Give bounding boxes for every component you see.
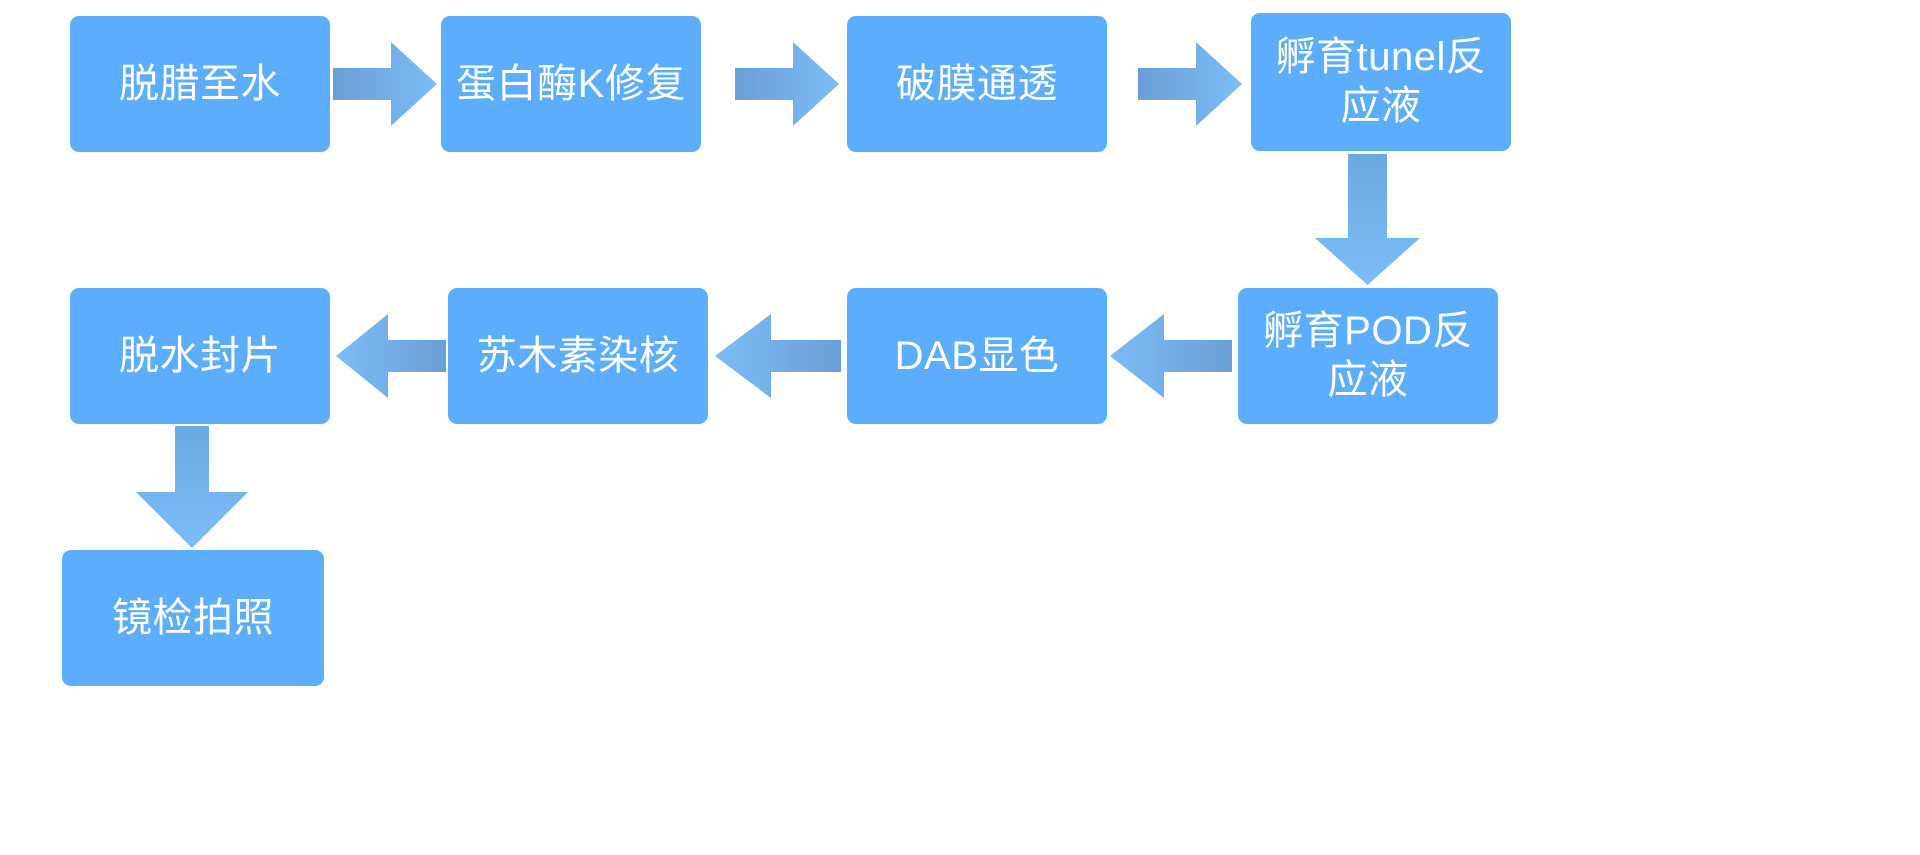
arrow-left-n5-n6	[1110, 314, 1232, 398]
arrow-right-n1-n2	[333, 42, 437, 126]
flow-node-dab-xianse[interactable]: DAB显色	[847, 288, 1107, 424]
flow-node-fuyu-tunel-fanyingye[interactable]: 孵育tunel反应液	[1251, 13, 1511, 151]
flow-node-tuoshui-fengpian[interactable]: 脱水封片	[70, 288, 330, 424]
arrow-down-n4-n5	[1315, 154, 1420, 285]
arrow-left-n6-n7	[715, 314, 841, 398]
flow-node-label: 苏木素染核	[476, 333, 680, 378]
flow-node-label: 破膜通透	[896, 61, 1058, 106]
arrow-left-n7-n8	[336, 314, 446, 398]
flow-node-label: DAB显色	[894, 333, 1060, 378]
arrow-right-n2-n3	[735, 42, 839, 126]
flow-node-label: 脱腊至水	[119, 61, 281, 106]
arrow-right-n3-n4	[1138, 42, 1242, 126]
flow-node-label: 孵育tunel反应液	[1275, 35, 1487, 128]
flow-node-sumusu-ranhe[interactable]: 苏木素染核	[448, 288, 708, 424]
flow-node-label: 镜检拍照	[112, 595, 274, 640]
flow-node-pomo-tongtou[interactable]: 破膜通透	[847, 16, 1107, 152]
flow-node-fuyu-pod-fanyingye[interactable]: 孵育POD反应液	[1238, 288, 1498, 424]
flow-node-label: 孵育POD反应液	[1263, 309, 1473, 402]
arrow-down-n8-n9	[136, 426, 248, 548]
flow-node-jingjian-paizhao[interactable]: 镜检拍照	[62, 550, 324, 686]
flow-node-danbaimeik-xiufu[interactable]: 蛋白酶K修复	[441, 16, 701, 152]
flow-node-tuola-zhishui[interactable]: 脱腊至水	[70, 16, 330, 152]
flow-node-label: 蛋白酶K修复	[456, 61, 686, 106]
flow-node-label: 脱水封片	[119, 333, 281, 378]
